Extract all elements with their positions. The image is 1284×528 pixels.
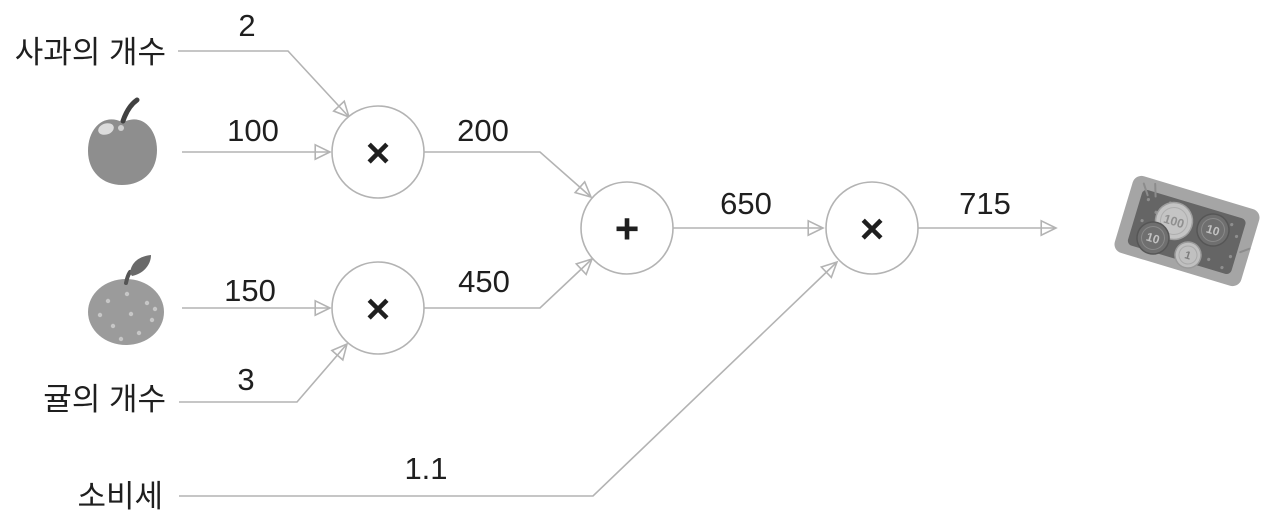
coin-10-right-label: 10 (1204, 222, 1221, 239)
coin-1: 1 (1174, 241, 1202, 269)
coin-10-left-label: 10 (1144, 230, 1161, 247)
edge-tax-rate (179, 262, 837, 497)
coin-100-label: 100 (1162, 212, 1186, 231)
value-orange-price: 150 (224, 273, 276, 308)
coin-10-right: 10 (1196, 213, 1230, 247)
coin-1-label: 1 (1183, 249, 1192, 262)
orange-body (88, 279, 164, 345)
value-apple-total: 200 (457, 113, 509, 148)
orange-stem (124, 270, 132, 285)
apple-stem (120, 97, 140, 124)
value-apple-count: 2 (238, 8, 255, 43)
value-tax-rate: 1.1 (404, 451, 447, 486)
label-orange-count: 귤의 개수 (43, 382, 166, 417)
money-tray-icon: 100 10 10 1 (1114, 175, 1260, 287)
apple-icon (88, 97, 157, 185)
value-apple-price: 100 (227, 113, 279, 148)
apple-body (88, 119, 157, 185)
orange-dots (97, 291, 158, 342)
node-symbol-orange-multiply: × (366, 285, 391, 332)
value-orange-total: 450 (458, 264, 510, 299)
money-tray-shine-marks (1142, 182, 1251, 254)
edge-apple-count (178, 50, 349, 117)
coin-10-left: 10 (1136, 221, 1170, 255)
value-subtotal: 650 (720, 186, 772, 221)
label-apple-count: 사과의 개수 (15, 35, 166, 70)
orange-icon (88, 255, 164, 345)
value-orange-count: 3 (237, 362, 254, 397)
orange-leaf (130, 255, 151, 276)
node-add (580, 181, 674, 275)
apple-highlight (98, 123, 114, 135)
node-apple-multiply (331, 105, 425, 199)
node-tax-multiply (825, 181, 919, 275)
node-symbol-add: + (615, 205, 640, 252)
value-total: 715 (959, 186, 1011, 221)
label-tax: 소비세 (77, 479, 163, 514)
edge-apple-total (424, 151, 591, 197)
edge-orange-total (424, 259, 592, 309)
apple-highlight-dot (118, 125, 124, 131)
node-orange-multiply (331, 261, 425, 355)
node-symbol-tax-multiply: × (860, 205, 885, 252)
node-symbol-apple-multiply: × (366, 129, 391, 176)
edge-orange-count (179, 344, 347, 403)
